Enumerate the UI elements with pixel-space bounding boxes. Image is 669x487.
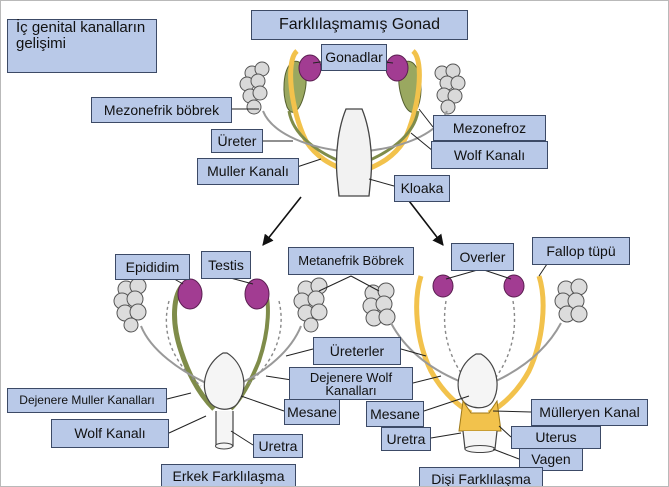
label-bladder-male: Mesane bbox=[284, 399, 340, 425]
label-urethra-male: Uretra bbox=[253, 434, 303, 458]
label-degenerate-wolffian: Dejenere Wolf Kanalları bbox=[289, 367, 413, 400]
ovary-right bbox=[504, 275, 524, 297]
title-line-1: İç genital kanalların bbox=[16, 20, 145, 36]
male-kidney-right bbox=[294, 278, 327, 332]
label-mullerian-canal: Mülleryen Kanal bbox=[531, 399, 648, 426]
testis-right bbox=[245, 279, 269, 309]
degenerate-wolffian-line-1: Dejenere Wolf bbox=[310, 371, 392, 384]
male-urethra bbox=[216, 411, 233, 446]
label-undifferentiated-gonad: Farklılaşmamış Gonad bbox=[251, 10, 468, 40]
arrow-to-female bbox=[406, 197, 443, 245]
label-ureter: Üreter bbox=[211, 129, 263, 153]
label-wolffian-duct-male: Wolf Kanalı bbox=[51, 419, 169, 448]
cloaca-shape bbox=[336, 109, 371, 196]
degenerate-wolffian-line-2: Kanalları bbox=[325, 384, 376, 397]
label-testis: Testis bbox=[201, 251, 251, 279]
label-epididymis: Epididim bbox=[115, 254, 190, 280]
label-ureters: Üreterler bbox=[313, 337, 401, 365]
label-urethra-female: Uretra bbox=[381, 427, 431, 451]
label-degenerate-mullerian: Dejenere Muller Kanalları bbox=[7, 388, 167, 413]
label-cloaca: Kloaka bbox=[394, 175, 450, 202]
mesonephric-kidney-right bbox=[435, 64, 465, 114]
label-ovaries: Overler bbox=[451, 243, 514, 271]
mesonephric-kidney-left bbox=[240, 62, 269, 114]
female-kidney-left bbox=[363, 283, 395, 326]
male-bladder bbox=[204, 353, 243, 409]
label-bladder-female: Mesane bbox=[366, 401, 424, 427]
female-bladder bbox=[458, 354, 497, 408]
female-kidney-right bbox=[555, 279, 587, 322]
title-line-2: gelişimi bbox=[16, 36, 66, 52]
label-mesonephric-kidney: Mezonefrik böbrek bbox=[91, 97, 232, 123]
label-metanephric-kidney: Metanefrik Böbrek bbox=[288, 247, 414, 275]
label-gonadlar: Gonadlar bbox=[321, 44, 387, 71]
arrow-to-male bbox=[263, 197, 301, 245]
gonad-left bbox=[299, 55, 321, 81]
label-female-differentiation: Dişi Farklılaşma bbox=[419, 467, 543, 487]
male-kidney-left bbox=[114, 278, 146, 332]
label-fallopian-tube: Fallop tüpü bbox=[532, 237, 630, 265]
label-uterus: Uterus bbox=[511, 426, 601, 449]
label-male-differentiation: Erkek Farklılaşma bbox=[161, 464, 296, 487]
label-mesonephros: Mezonefroz bbox=[433, 115, 546, 141]
diagram-title: İç genital kanalların gelişimi bbox=[7, 19, 157, 73]
gonad-right bbox=[386, 55, 408, 81]
label-mullerian-duct: Muller Kanalı bbox=[197, 158, 299, 185]
label-wolffian-duct-top: Wolf Kanalı bbox=[431, 141, 548, 169]
